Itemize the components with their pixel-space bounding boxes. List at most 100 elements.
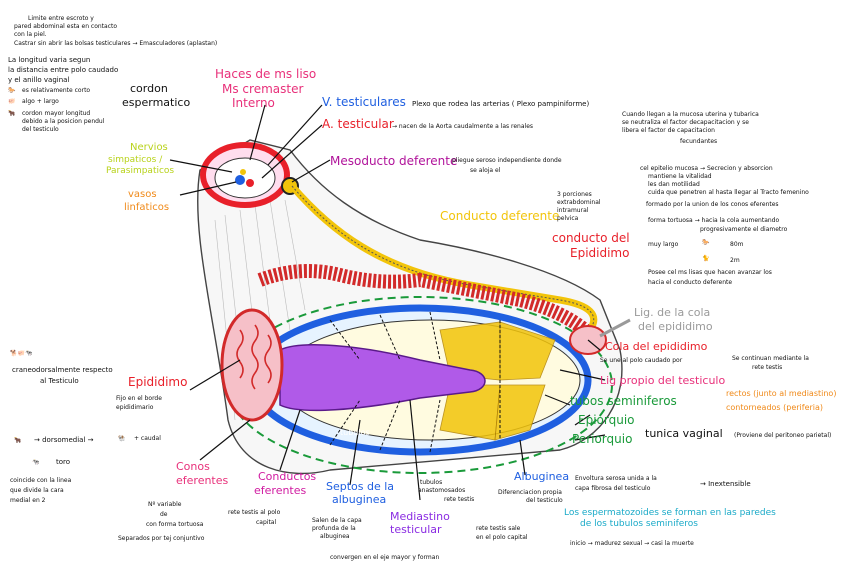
note-formado: formado por la union de los conos eferen… [646,201,779,208]
ram-icon: 🐏 [118,434,126,442]
horse-icon: 🐎 [8,86,16,94]
note-rete-testis: rete testis [444,496,474,503]
note-coincide-1: coincide con la linea [10,477,72,484]
bull-icon: 🐂 [14,436,22,444]
label-conducto-deferente: Conducto deferente [440,209,559,223]
label-espermatico: espermatico [122,96,190,109]
label-conductos-1: Conductos [258,470,316,483]
mediastino-testicular [279,344,486,412]
note-continuan-1: Se continuan mediante la [732,355,809,362]
cat-icon: 🐈 [702,254,709,262]
label-septos-1: Septos de la [326,480,394,493]
note-epitelio-3: les dan motilidad [648,181,700,188]
note-espermatozoides-2: de los tubulos seminiferos [580,519,698,529]
label-periorquio: Periorquio [572,432,632,446]
label-haces-3: Interno [232,96,275,110]
note-conos-2: de [160,511,168,518]
note-longitud-3: y el anillo vaginal [8,76,69,84]
horse-icon-2: 🐎 [702,238,710,246]
note-a-testicular: → nacen de la Aorta caudalmente a las re… [392,123,533,130]
note-mesoducto-1: pliegue seroso independiente donde [452,157,562,164]
note-septos-2: profunda de la [312,525,356,532]
pig-icon: 🐖 [8,98,16,105]
note-conductos-1: rete testis al polo [228,509,281,516]
note-espermatozoides-1: Los espermatozoides se forman en las par… [564,508,776,518]
pointer-lines [169,104,606,501]
label-conos-2: eferentes [176,474,229,487]
note-ox-3: del testiculo [22,126,59,133]
label-nervios-2: simpaticos / [108,155,163,165]
note-conductos-2: capital [256,519,276,526]
note-conos-1: Nº variable [148,501,182,508]
note-tunica: (Proviene del peritoneo parietal) [734,432,831,439]
cord-vessel-blue [235,175,245,185]
note-albuginea-2: capa fibrosa del testiculo [575,485,651,492]
note-rete-2: en el polo capital [476,534,528,541]
label-tubos-seminiferos: tubos seminiferos [570,394,677,408]
label-nervios-3: Parasimpaticos [106,166,174,176]
note-v-testiculares: Plexo que rodea las arterias ( Plexo pam… [412,100,589,108]
label-septos-2: albuginea [332,493,386,506]
cord-nerve-yellow [240,169,246,175]
note-conos-4: Separados por tej conjuntivo [118,535,205,542]
note-diferenciacion-2: del testiculo [526,497,563,504]
label-cordon: cordon [130,82,168,95]
note-cuando-4: fecundantes [680,138,717,145]
note-horse: es relativamente corto [22,87,90,94]
note-dorsomedial: → dorsomedial → [34,436,94,444]
albuginea-septa [329,311,501,453]
note-septos-3: albuginea [320,533,350,540]
note-epididimo-1: Fijo en el borde [116,395,162,402]
note-epididimo-2: epididimario [116,404,154,411]
note-conos-3: con forma tortuosa [146,521,204,528]
note-2m: 2m [730,257,740,264]
note-mesoducto-2: se aloja el [470,167,501,174]
note-rete-1: rete testis sale [476,525,521,532]
label-conductos-2: eferentes [254,484,307,497]
label-haces-2: Ms cremaster [222,82,303,96]
cow-icon: 🐄 [32,459,40,466]
note-albuginea-1: Envoltura serosa unida a la [575,475,657,482]
note-pig: algo + largo [22,98,59,105]
label-conos-1: Conos [176,460,210,473]
note-septos-1: Salen de la capa [312,517,362,524]
note-longitud-2: la distancia entre polo caudado [8,66,118,74]
animals-icon: 🐕🐖🐄 [10,349,33,357]
note-inextensible: → Inextensible [700,480,751,488]
label-haces-1: Haces de ms liso [215,67,316,81]
note-cuando-2: se neutraliza el factor decapacitacion y… [622,119,749,126]
note-80m: 80m [730,241,744,248]
lig-cola-epididimo [599,318,631,338]
note-cuando-3: libera el factor de capacitacion [622,127,715,134]
note-continuan-2: rete testis [752,364,782,371]
label-lig-cola-1: Lig. de la cola [634,306,710,319]
label-epididimo: Epididimo [128,375,187,389]
note-convergen: convergen en el eje mayor y forman [330,554,439,561]
label-v-testiculares: V. testiculares [322,95,406,109]
tunica-vaginal-outline [227,296,613,474]
note-tubulos-2: anastomosados [418,487,465,494]
label-mediastino-1: Mediastino [390,510,450,523]
note-cranio-1: craneodorsalmente respecto [12,366,113,374]
cord-vessel-red [246,179,254,187]
note-ox-1: cordon mayor longitud [22,110,90,117]
label-vasos-2: linfaticos [124,202,169,213]
label-a-testicular: A. testicular [322,117,394,131]
label-tubulos-inner: tubulos [340,428,370,437]
label-vasos-1: vasos [128,189,157,200]
note-epitelio-1: cel epitelio mucosa → Secrecion y absorc… [640,165,773,172]
note-coincide-3: medial en 2 [10,497,46,504]
note-cola: Se une al polo caudado por [600,357,683,364]
anatomy-illustration [197,139,631,475]
note-caudal: + caudal [134,435,161,442]
note-porciones-4: pelvica [557,215,579,222]
note-cranio-2: al Testiculo [40,377,79,385]
note-forma-2: progresivamente el diametro [700,226,788,233]
note-piel: con la piel. [14,31,47,38]
label-lig-cola-2: del epididimo [638,320,713,333]
note-epitelio-4: cuida que penetren al hasta llegar al Tr… [648,189,809,196]
note-porciones-3: intramural [557,207,589,214]
note-inicio: inicio → madurez sexual → casi la muerte [570,540,694,547]
labels: Limite entre escroto y pared abdominal e… [8,15,836,561]
label-lig-propio: Lig propio del testiculo [600,374,725,387]
